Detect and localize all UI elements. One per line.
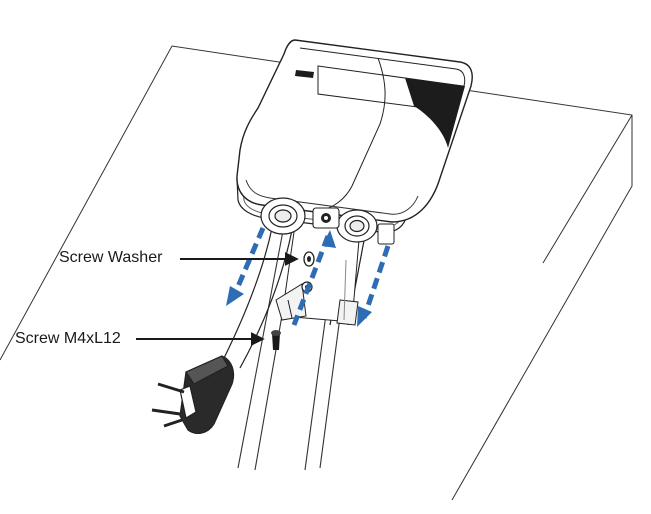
cable-gland-right [336,209,378,243]
screw-m4-label: Screw M4xL12 [15,330,121,347]
power-cable [221,227,293,369]
arrowheads [226,230,372,327]
screw-washer-label: Screw Washer [59,249,163,266]
mounting-bracket [275,217,361,326]
washer-icon [303,251,315,267]
center-port [312,207,340,229]
charger-body-icon [236,39,473,233]
direction-arrow-icon [231,227,391,326]
wall-panel [0,45,633,501]
small-right-port [377,223,395,245]
plug-icon [151,355,235,434]
cable-gland-left [260,197,306,235]
screw-icon [271,330,281,350]
leader-lines [136,252,299,346]
